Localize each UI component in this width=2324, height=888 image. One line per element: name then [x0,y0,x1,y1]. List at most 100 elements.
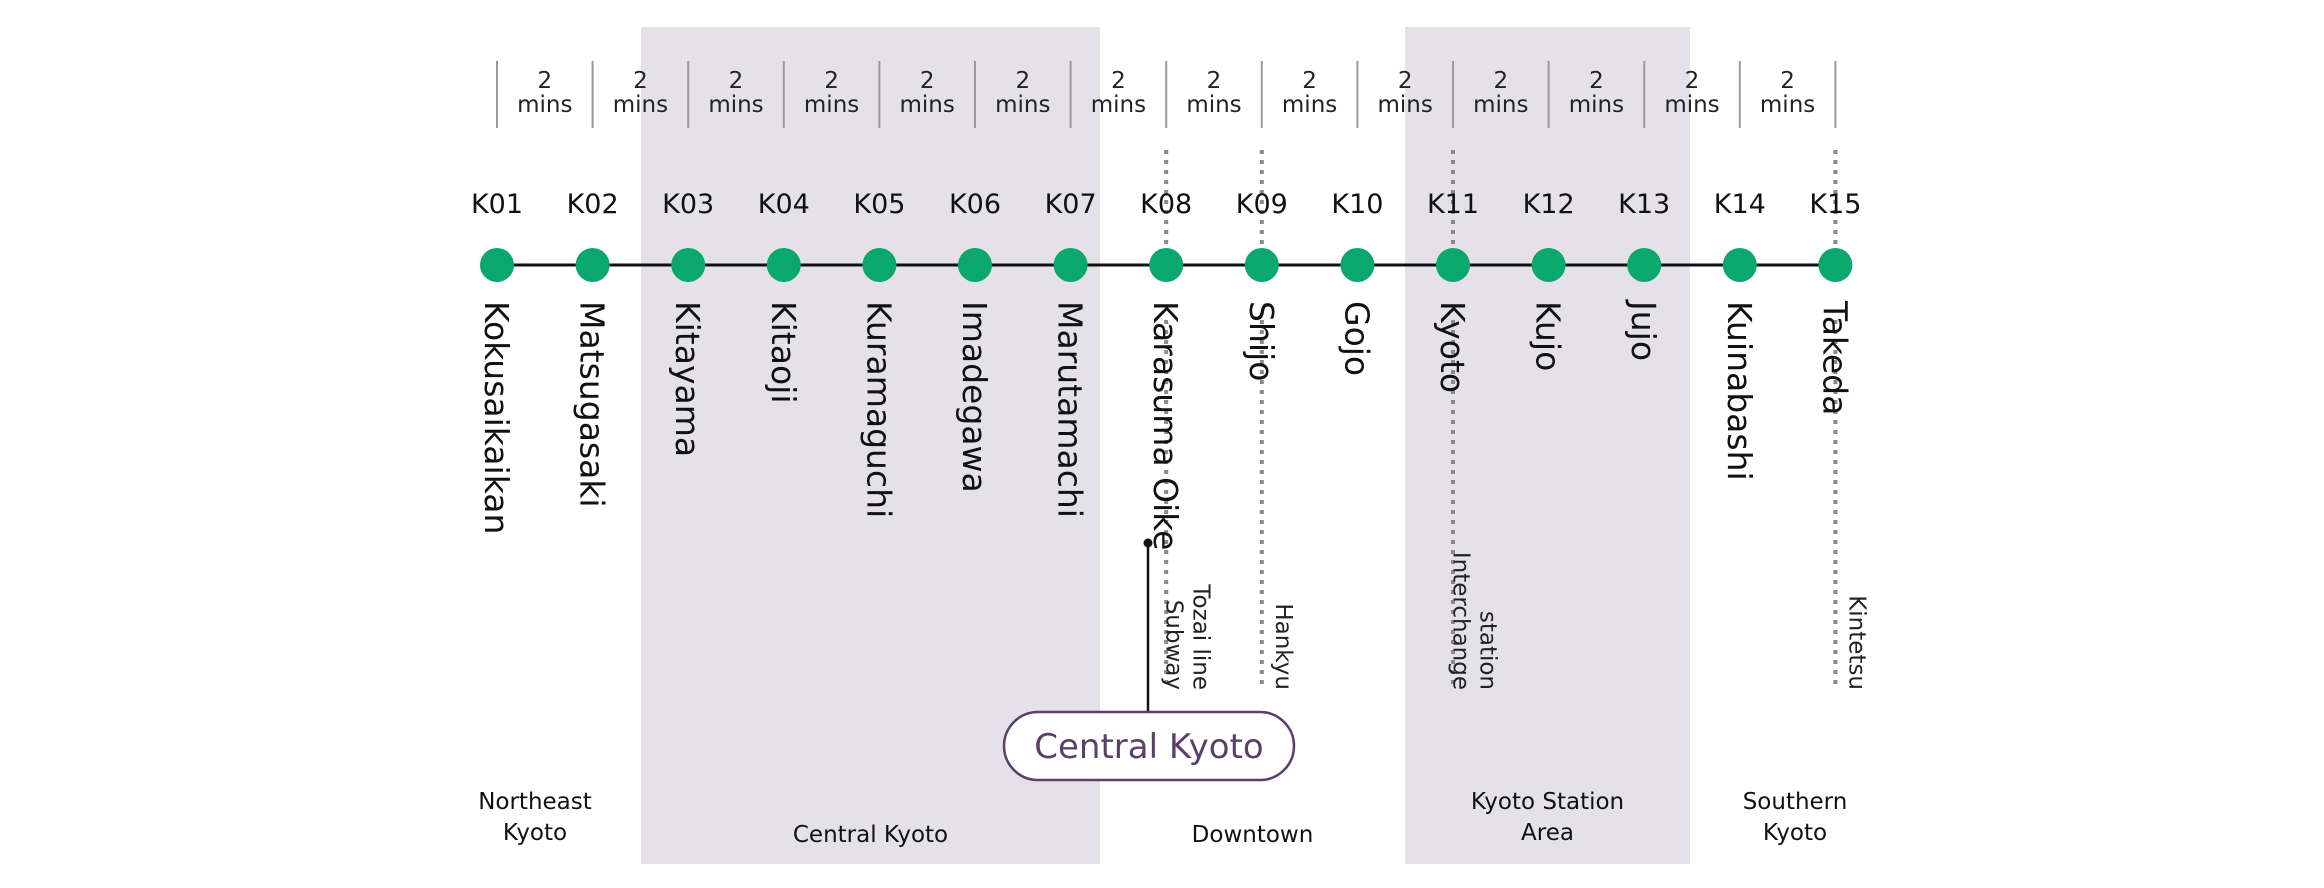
region-label-kyoto-station-area: Kyoto Station [1471,789,1624,815]
station-name-gojo: Gojo [1337,301,1376,376]
travel-time-value: 2 [1589,68,1604,94]
station-dot [671,248,706,282]
station-dot [1436,248,1470,282]
station-name-kuinabashi: Kuinabashi [1720,301,1759,481]
travel-time-unit: mins [1569,92,1624,118]
travel-time-value: 2 [1493,68,1508,94]
travel-time-unit: mins [1664,92,1719,118]
station-name-imadegawa: Imadegawa [955,301,994,493]
callout-leader-dot [1143,538,1153,548]
travel-time-value: 2 [1111,68,1126,94]
station-code: K09 [1236,189,1288,220]
station-name-karasuma-oike: Karasuma Oike [1146,301,1185,550]
callout-label: Central Kyoto [1034,727,1263,767]
travel-time-unit: mins [804,92,859,118]
station-dot [1340,248,1375,282]
travel-time-unit: mins [708,92,763,118]
station-code: K07 [1045,189,1097,220]
travel-time-unit: mins [900,92,955,118]
travel-time-value: 2 [1398,68,1413,94]
station-name-kyoto: Kyoto [1433,301,1472,393]
region-label-central-kyoto: Central Kyoto [793,822,948,848]
station-code: K02 [567,189,619,220]
travel-time-unit: mins [1378,92,1433,118]
travel-time-value: 2 [1685,68,1700,94]
station-name-jujo: Jujo [1624,299,1663,361]
station-code: K04 [758,189,810,220]
station-name-marutamachi: Marutamachi [1051,301,1090,518]
station-code: K10 [1331,189,1383,220]
transfer-line-name: Subway [1161,600,1187,690]
station-dot [1531,248,1566,282]
station-dot [958,248,992,282]
station-name-kujo: Kujo [1529,301,1568,371]
region-label-southern-kyoto: Kyoto [1763,820,1827,846]
travel-time-unit: mins [1186,92,1241,118]
transfer-label: Hankyu [1270,603,1296,690]
station-code: K15 [1809,189,1861,220]
station-code: K03 [662,189,714,220]
travel-time-value: 2 [729,68,744,94]
travel-time-row: 2mins2mins2mins2mins2mins2mins2mins2mins… [496,61,1837,128]
station-dot [1722,248,1757,282]
station-name-kitayama: Kitayama [668,301,707,457]
region-band-kyoto-station-area [1405,27,1690,864]
station-dot [1149,248,1184,282]
region-label-northeast-kyoto: Kyoto [503,820,567,846]
transfer-line-name: station [1475,611,1501,690]
station-dot [862,248,897,282]
station-name-kitaoji: Kitaoji [764,301,803,404]
region-label-southern-kyoto: Southern [1743,789,1848,815]
region-label-northeast-kyoto: Northeast [478,789,592,815]
transfer-line-name: Kintetsu [1843,595,1869,690]
travel-time-value: 2 [1780,68,1795,94]
station-code: K14 [1714,189,1766,220]
station-code: K11 [1427,189,1479,220]
station-code: K13 [1618,189,1670,220]
transfer-line-name: Hankyu [1270,603,1296,690]
station-dot [575,248,610,282]
station-dot [1244,248,1279,282]
travel-time-unit: mins [613,92,668,118]
travel-time-value: 2 [1302,68,1317,94]
callout-box [1002,710,1296,782]
travel-time-unit: mins [1282,92,1337,118]
station-dot [480,248,514,282]
region-label-kyoto-station-area: Area [1521,820,1574,846]
travel-time-value: 2 [537,68,552,94]
transfer-line-name: Tozai line [1188,583,1214,690]
station-name-kokusaikaikan: Kokusaikaikan [477,301,516,534]
station-code: K06 [949,189,1001,220]
travel-time-unit: mins [995,92,1050,118]
transfer-line-name: Interchange [1448,552,1474,690]
station-code: K05 [853,189,905,220]
travel-time-value: 2 [1207,68,1222,94]
transfer-label: Kintetsu [1843,595,1869,690]
station-code: K01 [471,189,523,220]
station-name-shijo: Shijo [1242,301,1281,381]
station-code: K12 [1523,189,1575,220]
travel-time-unit: mins [1473,92,1528,118]
region-label-downtown: Downtown [1192,822,1314,848]
station-dot [1818,248,1853,282]
travel-time-value: 2 [920,68,935,94]
